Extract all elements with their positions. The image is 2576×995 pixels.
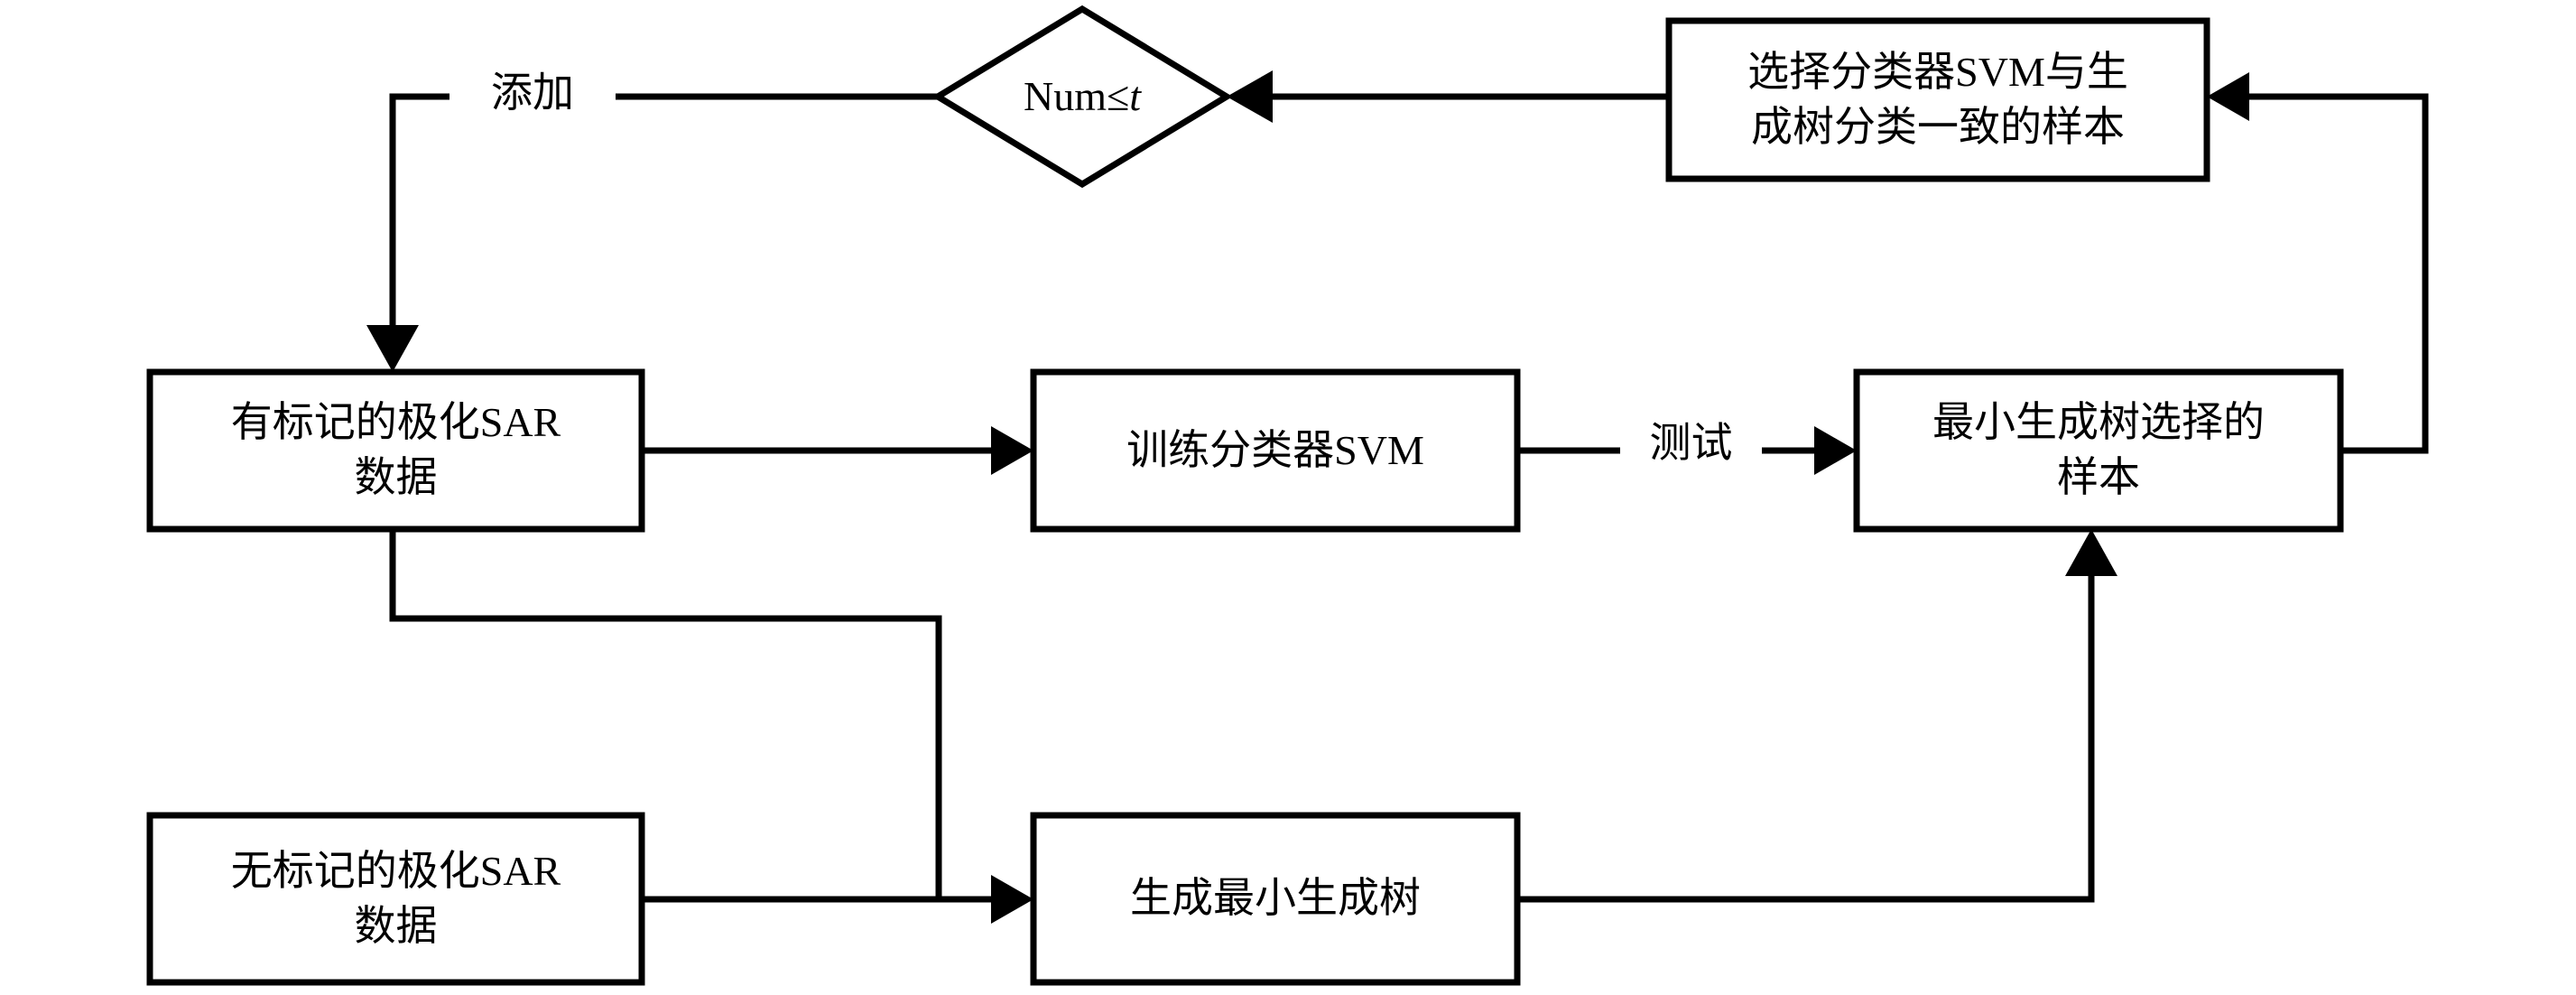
decision-text-plain: Num — [1023, 73, 1107, 119]
node-box-train-svm[interactable] — [1030, 368, 1521, 533]
connector-mstsel-to-consistent — [2207, 72, 2429, 454]
edge-label-add: 添加 — [449, 70, 616, 116]
node-box-generate-mst[interactable] — [1030, 812, 1521, 986]
node-label-num-check: Num≤t — [938, 72, 1227, 120]
connector-num-to-labeled — [366, 93, 938, 372]
decision-text-operator: ≤ — [1106, 73, 1130, 119]
node-box-labeled-data[interactable] — [146, 368, 645, 533]
connector-labeled-to-mst — [389, 529, 942, 899]
connector-mst-to-mstsel — [1517, 529, 2117, 903]
connector-labeled-to-svm — [642, 426, 1033, 475]
edge-label-test: 测试 — [1620, 420, 1762, 467]
decision-text-variable: t — [1129, 73, 1142, 119]
node-box-consistent-samples[interactable] — [1665, 17, 2210, 182]
connector-consistent-to-num — [1227, 70, 1669, 123]
node-diamond-num-check[interactable] — [931, 5, 1233, 189]
connector-unlabeled-to-mst — [642, 875, 1033, 924]
node-box-mst-selected-samples[interactable] — [1853, 368, 2344, 533]
node-box-unlabeled-data[interactable] — [146, 812, 645, 986]
